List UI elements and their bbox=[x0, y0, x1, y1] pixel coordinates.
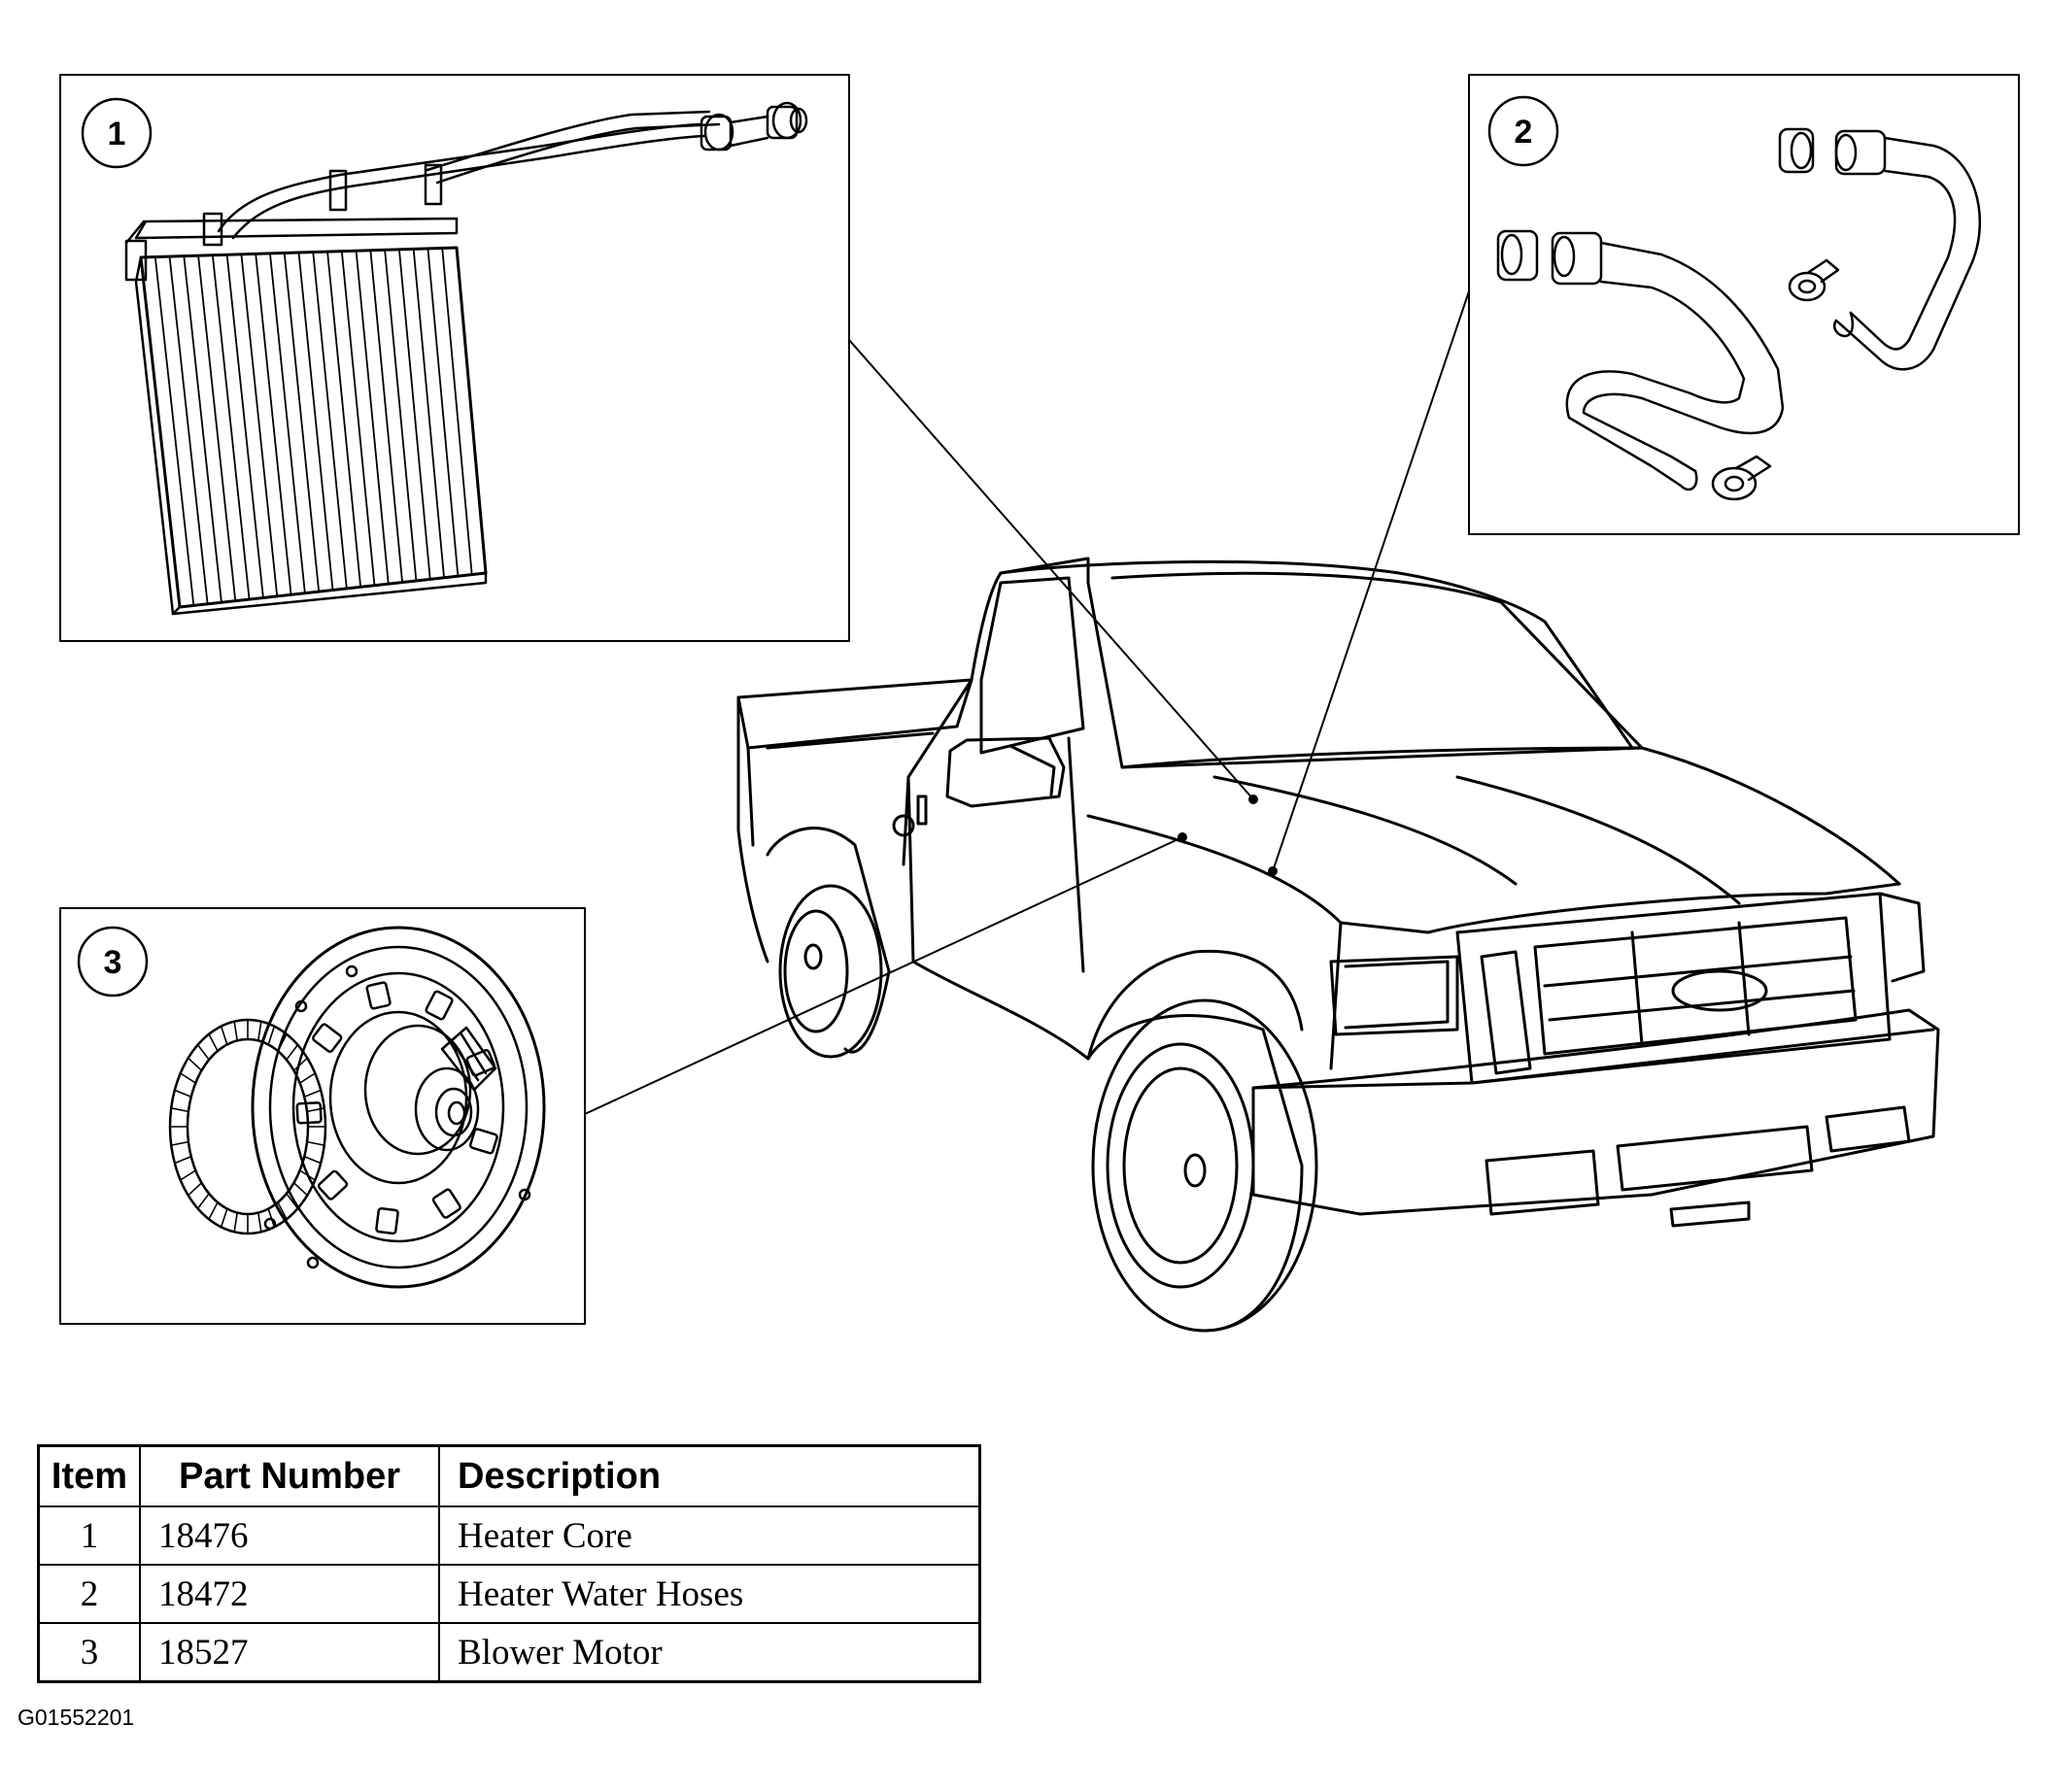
table-row: 1 18476 Heater Core bbox=[37, 1505, 981, 1566]
flange-vent-slot bbox=[317, 1169, 349, 1200]
cell-part-number: 18472 bbox=[139, 1564, 440, 1624]
callout-1-circle bbox=[81, 97, 153, 169]
callout-2-circle bbox=[1487, 95, 1559, 167]
callout-3-circle bbox=[77, 926, 149, 997]
heater-core-fin bbox=[197, 254, 237, 602]
blower-wheel-vane bbox=[170, 1107, 189, 1113]
heater-core-fin bbox=[441, 247, 473, 576]
heater-core-fin bbox=[398, 248, 431, 581]
blower-wheel-vane bbox=[286, 1043, 299, 1061]
pickup-truck-drawing bbox=[736, 557, 1940, 1333]
cell-part-number: 18527 bbox=[139, 1622, 440, 1683]
panel-blower-motor: 3 bbox=[59, 907, 586, 1325]
cell-item: 3 bbox=[37, 1622, 141, 1683]
parts-table: Item Part Number Description 1 18476 Hea… bbox=[37, 1444, 981, 1683]
blower-wheel-vane bbox=[277, 1201, 288, 1221]
heater-core-fin bbox=[269, 253, 306, 594]
blower-wheel-vane bbox=[187, 1057, 203, 1071]
cell-description: Heater Water Hoses bbox=[438, 1564, 981, 1624]
blower-wheel-vane bbox=[256, 1211, 262, 1234]
table-row: 3 18527 Blower Motor bbox=[37, 1622, 981, 1683]
blower-wheel-vane bbox=[187, 1182, 203, 1197]
blower-motor-drawing bbox=[168, 926, 546, 1289]
panel-heater-core: 1 bbox=[59, 74, 850, 642]
heater-core-fin bbox=[427, 248, 460, 578]
hoses-drawing bbox=[1496, 127, 1981, 501]
blower-wheel-vane bbox=[298, 1072, 317, 1084]
blower-wheel-vane bbox=[303, 1155, 322, 1165]
blower-wheel-vane bbox=[220, 1025, 228, 1046]
header-part-number: Part Number bbox=[139, 1444, 440, 1507]
blower-wheel-vane bbox=[220, 1207, 228, 1229]
table-header-row: Item Part Number Description bbox=[37, 1444, 981, 1507]
heater-core-fin bbox=[283, 252, 321, 592]
heater-core-fin bbox=[312, 251, 348, 590]
callout-2-label: 2 bbox=[1515, 114, 1533, 151]
cell-description: Blower Motor bbox=[438, 1622, 981, 1683]
blower-wheel-vane bbox=[174, 1089, 192, 1099]
cell-description: Heater Core bbox=[438, 1505, 981, 1566]
blower-wheel-vane bbox=[233, 1020, 239, 1042]
heater-core-fin bbox=[369, 249, 403, 584]
blower-wheel-vane bbox=[306, 1140, 325, 1146]
heater-core-fin bbox=[412, 248, 445, 579]
callout-3-label: 3 bbox=[104, 944, 122, 981]
heater-core-fin bbox=[297, 252, 334, 592]
cell-part-number: 18476 bbox=[139, 1505, 440, 1566]
heater-core-fin bbox=[255, 253, 292, 596]
table-row: 2 18472 Heater Water Hoses bbox=[37, 1564, 981, 1624]
heater-core-fin bbox=[225, 254, 264, 599]
heater-core-fin bbox=[340, 250, 376, 587]
blower-wheel-vane bbox=[292, 1182, 309, 1197]
blower-wheel-vane bbox=[208, 1201, 219, 1221]
header-description: Description bbox=[438, 1444, 981, 1507]
blower-wheel-vane bbox=[170, 1140, 189, 1146]
leader-lines bbox=[584, 290, 1470, 1115]
blower-wheel-vane bbox=[196, 1043, 210, 1061]
heater-core-fin bbox=[183, 254, 222, 604]
flange-vent-slot bbox=[425, 990, 454, 1021]
flange-vent-slot bbox=[375, 1207, 399, 1235]
heater-core-fin bbox=[355, 250, 390, 586]
blower-wheel-vane bbox=[267, 1025, 276, 1046]
figure-id: G01552201 bbox=[17, 1705, 135, 1730]
flange-vent-slot bbox=[468, 1128, 498, 1155]
blower-wheel-vane bbox=[256, 1020, 262, 1042]
blower-wheel-vane bbox=[179, 1072, 197, 1084]
flange-vent-slot bbox=[365, 981, 392, 1010]
heater-core-fin bbox=[211, 254, 251, 600]
blower-wheel-vane bbox=[292, 1057, 309, 1071]
cell-item: 1 bbox=[37, 1505, 141, 1566]
flange-vent-slot bbox=[295, 1101, 323, 1125]
heater-core-drawing bbox=[124, 101, 808, 616]
blower-wheel-vane bbox=[179, 1169, 197, 1181]
panel-heater-water-hoses: 2 bbox=[1468, 74, 2020, 535]
blower-wheel-vane bbox=[233, 1211, 239, 1234]
flange-vent-slot bbox=[312, 1023, 343, 1053]
cell-item: 2 bbox=[37, 1564, 141, 1624]
blower-wheel-vane bbox=[286, 1193, 299, 1210]
flange-vent-slot bbox=[431, 1188, 461, 1219]
heater-core-fin bbox=[326, 251, 362, 589]
heater-core-fin bbox=[168, 255, 209, 605]
blower-wheel-vane bbox=[303, 1089, 322, 1099]
heater-core-fin bbox=[240, 253, 279, 597]
heater-core-fin bbox=[384, 249, 418, 582]
heater-core-fin bbox=[154, 255, 195, 607]
callout-1-label: 1 bbox=[108, 116, 126, 152]
blower-wheel-vane bbox=[196, 1193, 210, 1210]
blower-wheel-vane bbox=[208, 1032, 219, 1052]
blower-wheel-vane bbox=[174, 1155, 192, 1165]
header-item: Item bbox=[37, 1444, 141, 1507]
